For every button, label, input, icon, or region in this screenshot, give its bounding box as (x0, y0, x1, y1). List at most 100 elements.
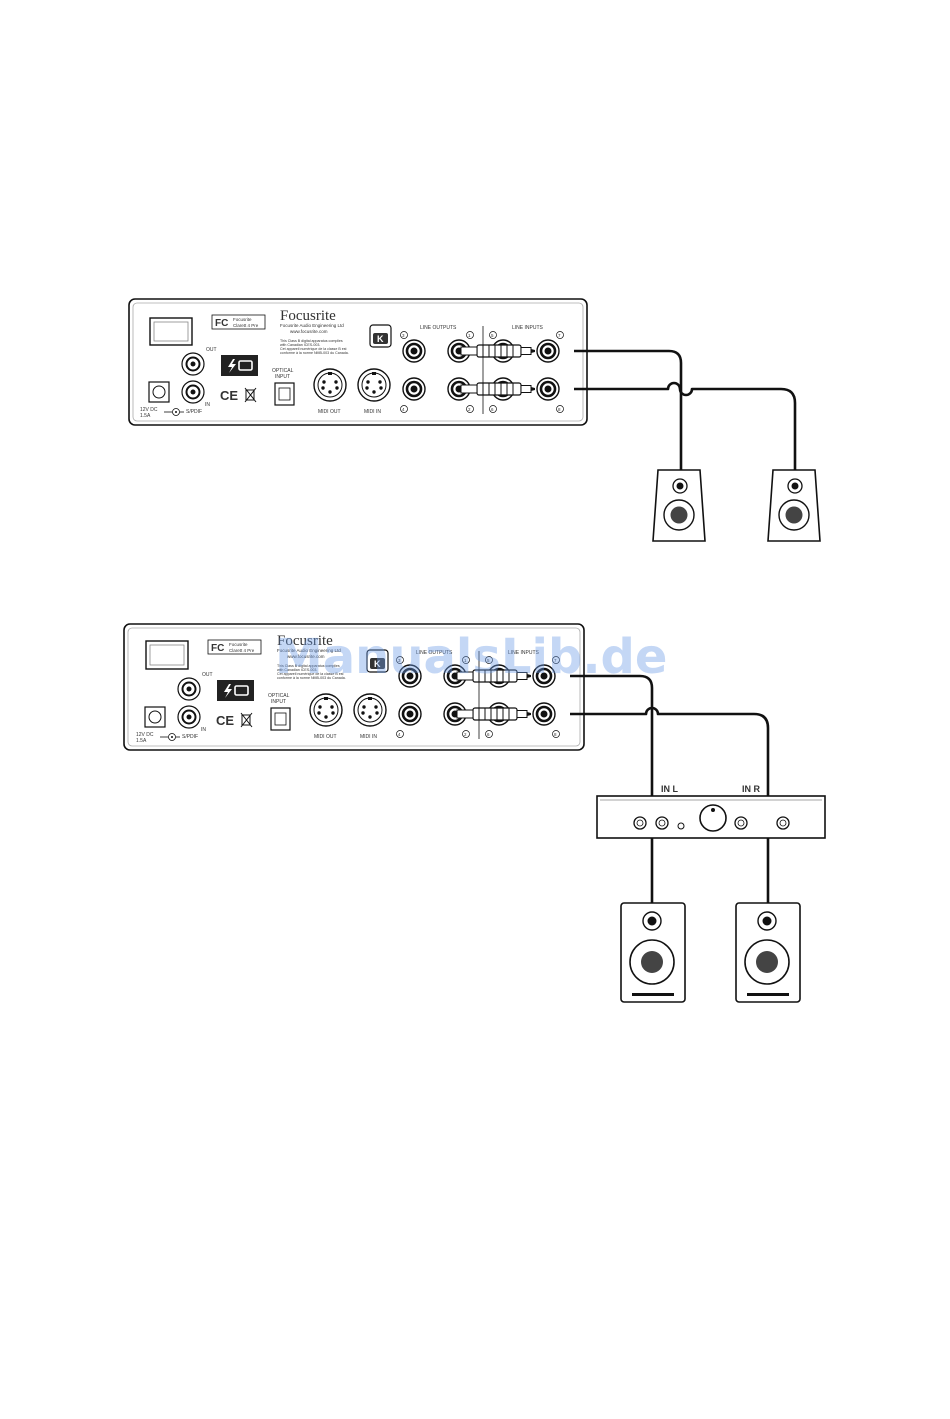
optical-label-line-2: INPUT (275, 374, 290, 380)
monitor-speaker-right (767, 469, 821, 542)
compliance-line-3: Cet appareil numérique de la classe B es… (277, 672, 344, 676)
fc-label: FC Focusrite Clarett 4 Pre (207, 639, 262, 655)
svg-text:K: K (374, 659, 381, 669)
compliance-line-2: with Canadian ICES-003. (280, 343, 320, 347)
brand-logo: Focusrite (277, 633, 333, 649)
monitor-speaker-left (652, 469, 706, 542)
line-output-4-jack[interactable] (401, 376, 427, 402)
spdif-label: S/PDIF (182, 734, 198, 740)
svg-text:Focusrite: Focusrite (233, 317, 252, 322)
svg-text:1: 1 (468, 333, 471, 338)
dc-polarity-icon (164, 408, 184, 416)
amp-knob-1[interactable] (633, 816, 647, 830)
company-name: Focusrite Audio Engineering Ltd (277, 648, 341, 653)
spdif-label: S/PDIF (186, 409, 202, 415)
compliance-line-4: conforme à la norme NMB-003 du Canada. (277, 676, 346, 680)
ce-mark: CE (220, 388, 238, 403)
amp-volume-knob[interactable] (699, 804, 727, 832)
svg-text:1: 1 (464, 658, 467, 663)
midi-out-port[interactable] (313, 368, 347, 402)
svg-text:2: 2 (468, 407, 471, 412)
passive-speaker-cables (650, 838, 770, 903)
compliance-line-3: Cet appareil numérique de la classe B es… (280, 347, 347, 351)
svg-text:3: 3 (402, 333, 405, 338)
optical-label-line-1: OPTICAL (272, 368, 294, 374)
svg-text:5: 5 (487, 658, 490, 663)
svg-text:Clarett 4 Pre: Clarett 4 Pre (233, 323, 259, 328)
dc-power-socket[interactable] (144, 706, 166, 728)
spdif-in-jack[interactable] (177, 705, 201, 729)
ce-mark: CE (216, 713, 234, 728)
website: www.focusrite.com (287, 654, 325, 659)
dc-power-socket[interactable] (148, 381, 170, 403)
svg-text:5: 5 (491, 333, 494, 338)
midi-in-port[interactable] (353, 693, 387, 727)
watermark: ManualsLib.de (275, 629, 667, 685)
svg-text:7: 7 (554, 658, 557, 663)
midi-in-port[interactable] (357, 368, 391, 402)
amp-knob-2[interactable] (655, 816, 669, 830)
svg-text:8: 8 (558, 407, 561, 412)
compliance-line-2: with Canadian ICES-003. (277, 668, 317, 672)
compliance-line-4: conforme à la norme NMB-003 du Canada. (280, 351, 349, 355)
passive-speaker-right (735, 902, 801, 1003)
speaker-cables-1 (574, 349, 797, 470)
interface-rear-panel-2: FC Focusrite Clarett 4 Pre Focusrite Foc… (123, 623, 585, 751)
power-switch[interactable] (149, 317, 193, 346)
midi-in-label: MIDI IN (360, 734, 377, 740)
svg-text:FC: FC (215, 318, 228, 329)
compliance-line-1: This Class B digital apparatus complies (280, 339, 343, 343)
kensington-slot-icon: K (369, 324, 392, 348)
optical-input-port[interactable] (274, 382, 295, 406)
amp-knob-4[interactable] (776, 816, 790, 830)
power-rating-line-1: 12V DC (140, 407, 158, 413)
amplifier-cables (570, 674, 770, 796)
svg-text:Focusrite: Focusrite (229, 642, 248, 647)
weee-bin-icon (244, 387, 257, 403)
svg-text:6: 6 (491, 407, 494, 412)
svg-text:8: 8 (554, 732, 557, 737)
optical-label-line-2: INPUT (271, 699, 286, 705)
midi-out-label: MIDI OUT (314, 734, 337, 740)
optical-input-port[interactable] (270, 707, 291, 731)
svg-text:7: 7 (558, 333, 561, 338)
svg-text:K: K (377, 334, 384, 344)
svg-text:4: 4 (398, 732, 401, 737)
line-output-3-jack[interactable] (401, 338, 427, 364)
spdif-out-jack[interactable] (177, 677, 201, 701)
power-rating-line-2: 1.5A (136, 738, 147, 744)
interface-rear-panel-1: FC Focusrite Clarett 4 Pre Focusrite Foc… (128, 298, 588, 426)
brand-logo: Focusrite (280, 308, 336, 324)
line-input-7-jack[interactable] (535, 338, 561, 364)
line-output-4-jack[interactable] (397, 701, 423, 727)
spdif-in-label: IN (205, 402, 210, 408)
passive-speaker-left (620, 902, 686, 1003)
line-inputs-label: LINE INPUTS (512, 325, 544, 331)
spdif-out-jack[interactable] (181, 352, 205, 376)
amp-in-l-label: IN L (661, 784, 679, 794)
spdif-out-label: OUT (206, 347, 217, 353)
line-inputs-label: LINE INPUTS (508, 650, 540, 656)
svg-text:4: 4 (402, 407, 405, 412)
svg-text:6: 6 (487, 732, 490, 737)
midi-out-port[interactable] (309, 693, 343, 727)
spdif-out-label: OUT (202, 672, 213, 678)
power-switch[interactable] (145, 640, 189, 670)
weee-bin-icon (240, 712, 253, 728)
dc-polarity-icon (160, 733, 180, 741)
power-rating-line-2: 1.5A (140, 413, 151, 419)
svg-text:Clarett 4 Pre: Clarett 4 Pre (229, 648, 255, 653)
amp-knob-3[interactable] (734, 816, 748, 830)
website: www.focusrite.com (290, 329, 328, 334)
line-input-8-jack[interactable] (531, 701, 557, 727)
svg-text:2: 2 (464, 732, 467, 737)
svg-text:FC: FC (211, 643, 224, 654)
line-outputs-label: LINE OUTPUTS (420, 325, 457, 331)
spdif-in-jack[interactable] (181, 380, 205, 404)
thunderbolt-icon (221, 355, 258, 376)
amp-in-r-label: IN R (742, 784, 761, 794)
line-input-8-jack[interactable] (535, 376, 561, 402)
amp-led (677, 822, 685, 830)
compliance-line-1: This Class B digital apparatus complies (277, 664, 340, 668)
